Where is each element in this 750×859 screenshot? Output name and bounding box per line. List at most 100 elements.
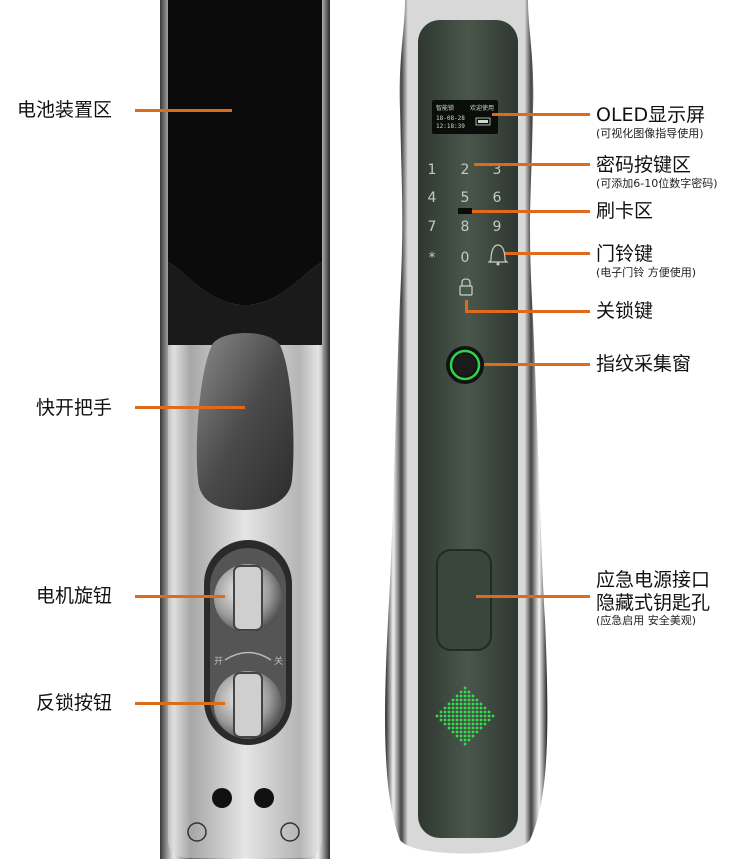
led-dot [455, 698, 459, 702]
led-dot [475, 726, 479, 730]
led-dot [471, 710, 475, 714]
led-dot [435, 714, 439, 718]
deadlock-knob [214, 671, 282, 739]
label-card-title: 刷卡区 [596, 200, 654, 222]
led-dot [471, 702, 475, 706]
led-dot [471, 722, 475, 726]
keypad-key: 2 [461, 162, 470, 178]
label-keypad-note: (可添加6-10位数字密码) [596, 177, 718, 190]
quick-open-handle [196, 332, 294, 510]
led-dot [451, 722, 455, 726]
pointer-doorbell [505, 252, 590, 255]
led-dot [447, 706, 451, 710]
led-dot [439, 714, 443, 718]
oled-screen [432, 100, 498, 134]
led-dot [471, 698, 475, 702]
led-dot [467, 738, 471, 742]
label-lock-title: 关锁键 [596, 300, 654, 322]
led-dot [467, 726, 471, 730]
led-dot [467, 718, 471, 722]
led-dot [455, 734, 459, 738]
label-emergency-line1: 应急电源接口 [596, 569, 711, 591]
led-dot [455, 706, 459, 710]
screw-hole [280, 822, 300, 842]
keypad-key: 3 [493, 162, 502, 178]
led-dot [471, 734, 475, 738]
led-dot [459, 702, 463, 706]
pointer-card [472, 210, 590, 213]
knob-close-label: 关 [274, 655, 283, 667]
led-dot [463, 694, 467, 698]
led-dot [475, 702, 479, 706]
led-dot [479, 702, 483, 706]
label-doorbell-note: (电子门铃 方便使用) [596, 266, 697, 279]
led-dot [459, 710, 463, 714]
led-dot [475, 698, 479, 702]
led-dot [475, 714, 479, 718]
led-dot [483, 718, 487, 722]
led-dot [451, 710, 455, 714]
led-dot [455, 726, 459, 730]
led-dot [455, 730, 459, 734]
led-dot [467, 714, 471, 718]
led-dot [491, 714, 495, 718]
led-dot [455, 718, 459, 722]
led-dot [447, 710, 451, 714]
led-dot [463, 714, 467, 718]
led-dot [443, 722, 447, 726]
keypad-key: 7 [428, 219, 437, 235]
keypad-key: * [429, 250, 436, 266]
led-dot [479, 714, 483, 718]
pointer-motor-knob [135, 595, 225, 598]
keypad-key: 8 [461, 219, 470, 235]
pointer-lock [465, 310, 590, 313]
led-dot [459, 738, 463, 742]
led-dot [459, 690, 463, 694]
led-dot [455, 710, 459, 714]
battery-icon [475, 117, 491, 126]
label-motor-knob: 电机旋钮 [36, 585, 113, 607]
led-dot [439, 718, 443, 722]
pointer-deadlock-button [135, 702, 225, 705]
label-battery: 电池装置区 [17, 99, 113, 121]
led-dot [447, 714, 451, 718]
led-dot [483, 714, 487, 718]
oled-time: 12:18:39 [436, 123, 465, 130]
led-dot [455, 702, 459, 706]
led-dot [463, 686, 467, 690]
led-dot [479, 718, 483, 722]
led-dot [451, 730, 455, 734]
label-deadlock-button: 反锁按钮 [36, 692, 113, 714]
led-dot [443, 706, 447, 710]
led-dot [483, 722, 487, 726]
card-reader-icon [458, 208, 472, 214]
led-dot [451, 706, 455, 710]
led-dot [463, 710, 467, 714]
led-dot [459, 734, 463, 738]
led-dot [475, 718, 479, 722]
keypad-key: 5 [461, 190, 470, 206]
led-dot [471, 726, 475, 730]
led-dot [479, 722, 483, 726]
fingerprint-sensor [446, 346, 484, 384]
led-dot [459, 714, 463, 718]
screw-hole [254, 788, 274, 808]
led-dot [475, 722, 479, 726]
led-dot [459, 706, 463, 710]
led-dot [471, 718, 475, 722]
led-dot [475, 710, 479, 714]
led-dot [451, 726, 455, 730]
label-emergency-note: (应急启用 安全美观) [596, 614, 697, 627]
lock-icon [459, 278, 473, 296]
led-dot [443, 714, 447, 718]
led-dot [467, 730, 471, 734]
led-dot [479, 706, 483, 710]
screw-hole [212, 788, 232, 808]
keypad-key: 0 [461, 250, 470, 266]
led-dot [459, 730, 463, 734]
keypad-key: 6 [493, 190, 502, 206]
led-dot [467, 722, 471, 726]
led-dot [463, 718, 467, 722]
pointer-battery [135, 109, 232, 112]
